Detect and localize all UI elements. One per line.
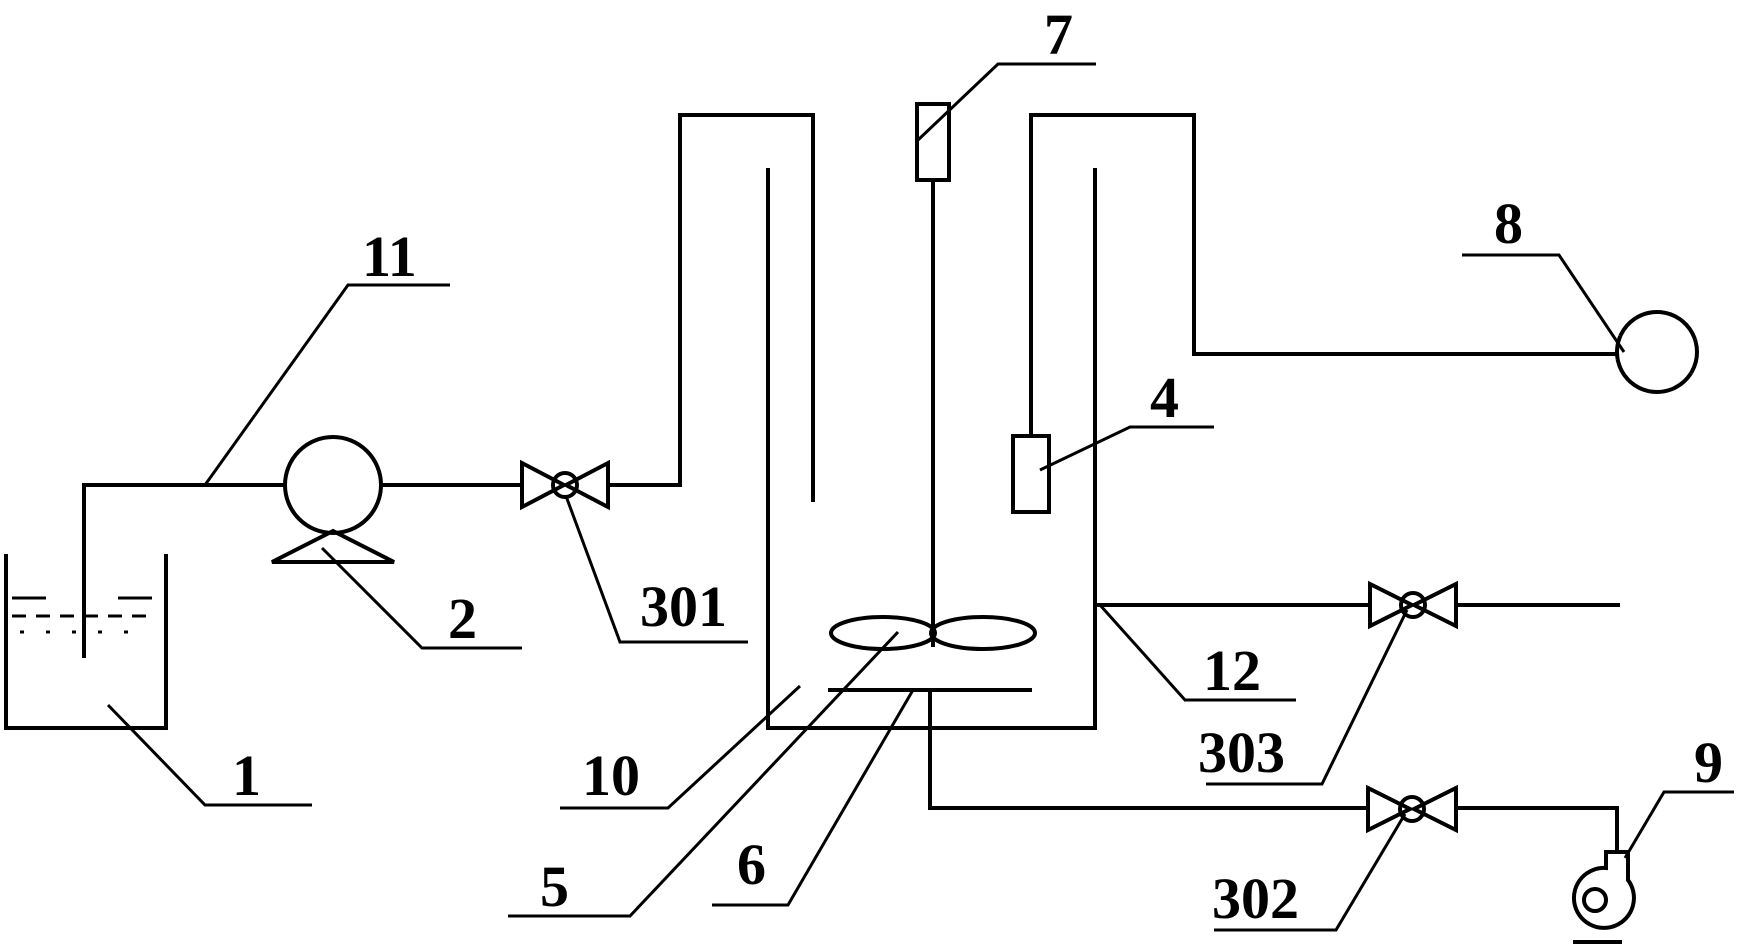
inlet-pipe bbox=[606, 113, 815, 502]
labels: 1 2 4 5 6 7 8 9 10 11 12 301 302 303 bbox=[232, 2, 1723, 931]
label-303: 303 bbox=[1198, 720, 1285, 785]
probe-cable bbox=[1029, 113, 1618, 438]
label-9: 9 bbox=[1694, 730, 1723, 795]
label-6: 6 bbox=[737, 832, 766, 897]
leader-lines bbox=[106, 62, 1734, 932]
label-12: 12 bbox=[1203, 638, 1261, 703]
valve-303 bbox=[1368, 580, 1458, 630]
label-4: 4 bbox=[1150, 365, 1179, 430]
label-10: 10 bbox=[582, 743, 640, 808]
meter bbox=[1615, 310, 1699, 394]
blower-pipe bbox=[1454, 806, 1619, 854]
label-2: 2 bbox=[448, 586, 477, 651]
air-pipe bbox=[928, 688, 1370, 810]
valve-302 bbox=[1366, 784, 1458, 834]
label-1: 1 bbox=[232, 743, 261, 808]
feed-pipe bbox=[82, 483, 284, 658]
label-5: 5 bbox=[540, 854, 569, 919]
air-blower bbox=[1571, 850, 1636, 944]
feed-pump bbox=[271, 435, 395, 564]
probe bbox=[1011, 434, 1051, 514]
feed-tank bbox=[4, 554, 168, 730]
label-301: 301 bbox=[640, 574, 727, 639]
label-7: 7 bbox=[1044, 2, 1073, 67]
label-8: 8 bbox=[1494, 191, 1523, 256]
label-11: 11 bbox=[362, 224, 417, 289]
label-302: 302 bbox=[1212, 866, 1299, 931]
valve-301 bbox=[520, 459, 610, 511]
